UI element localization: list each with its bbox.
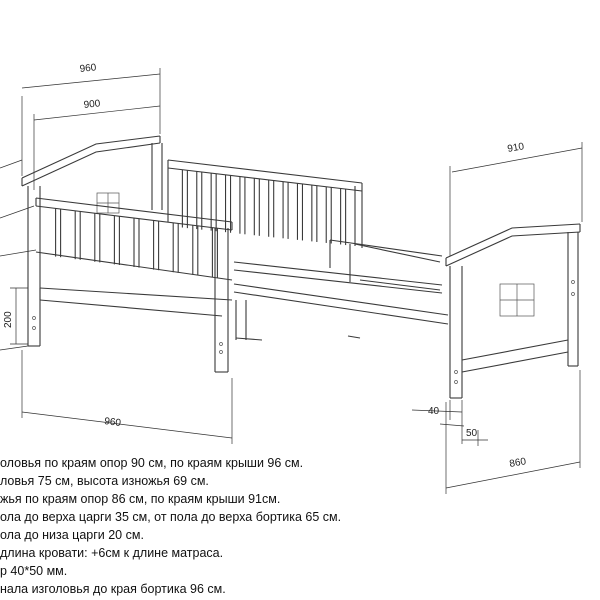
note-2: ловья 75 см, высота изножья 69 см. — [0, 474, 209, 488]
front-side-panel — [32, 228, 233, 373]
note-4: ола до верха царги 35 см, от пола до вер… — [0, 510, 342, 524]
dimension-labels: 960 900 910 200 960 40 50 860 — [3, 62, 527, 470]
back-rail — [167, 159, 363, 248]
note-7: р 40*50 мм. — [0, 564, 68, 578]
note-3: жья по краям опор 86 см, по краям крыши … — [0, 492, 281, 506]
dim-top-outer: 960 — [79, 62, 97, 75]
dim-right-top: 910 — [507, 141, 526, 155]
footboard — [445, 223, 581, 399]
dim-post-50: 50 — [466, 428, 478, 439]
dim-post-40: 40 — [428, 406, 440, 417]
note-1: оловья по краям опор 90 см, по краям кры… — [0, 456, 304, 470]
headboard — [21, 135, 163, 347]
note-6: длина кровати: +6см к длине матраса. — [0, 546, 224, 560]
dim-bottom-left: 960 — [104, 416, 122, 429]
dimension-lines — [0, 68, 583, 494]
back-slats — [181, 169, 347, 246]
dim-height-left: 200 — [3, 311, 14, 328]
front-slats — [55, 208, 218, 278]
front-guard-rail — [35, 197, 233, 281]
note-8: нала изголовья до края бортика 96 см. — [0, 582, 226, 596]
dim-bottom-right: 860 — [509, 456, 528, 470]
dim-top-inner: 900 — [83, 98, 101, 111]
bed-frame — [233, 239, 449, 341]
note-5: ола до низа царги 20 см. — [0, 528, 144, 542]
